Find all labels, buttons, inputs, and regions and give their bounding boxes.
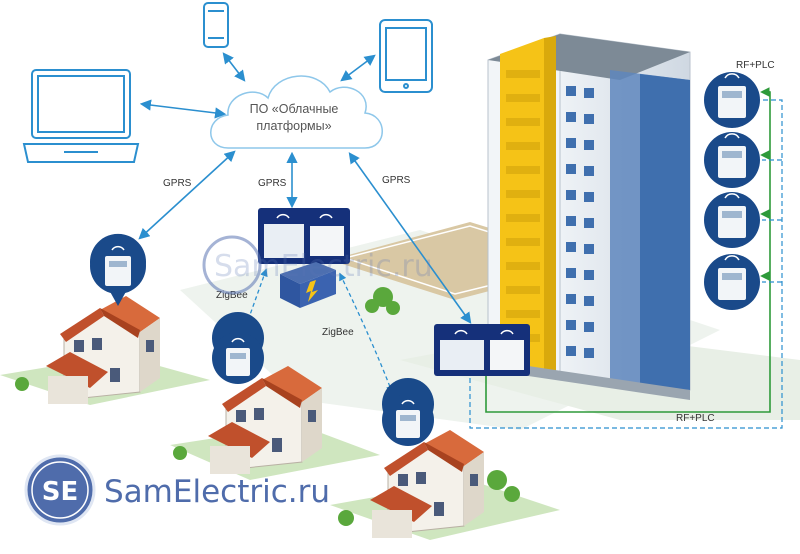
rfplc-label-top: RF+PLC — [736, 60, 775, 71]
smartphone-icon — [203, 2, 229, 48]
trees — [15, 287, 520, 526]
concentrator-panel-building — [434, 324, 530, 376]
zigbee-label-bottom: ZigBee — [322, 327, 354, 338]
rfplc-label-bottom: RF+PLC — [676, 413, 715, 424]
cloud-platform: ПО «Облачные платформы» — [210, 75, 383, 149]
apartment-building — [487, 33, 691, 400]
building-meter-2 — [704, 132, 760, 188]
brand-text: SamElectric.ru — [104, 474, 330, 510]
house-2-meter — [211, 312, 264, 384]
house-2 — [208, 366, 322, 474]
gprs-label-left: GPRS — [163, 178, 192, 189]
transformer-substation — [280, 262, 336, 308]
house-3 — [370, 430, 484, 538]
cloud-label-line-1: ПО «Облачные — [250, 102, 339, 116]
building-meter-4 — [704, 254, 760, 310]
center-watermark-text: SamElectric.ru — [214, 249, 433, 284]
zigbee-label-top: ZigBee — [216, 290, 248, 301]
center-watermark: SamElectric.ru — [202, 235, 433, 295]
cloud-label-line-2: платформы» — [256, 119, 331, 133]
logo-letters: SE — [42, 477, 79, 507]
tablet-icon — [379, 19, 433, 93]
gprs-links — [138, 52, 472, 324]
building-meter-3 — [704, 192, 760, 248]
gprs-label-center: GPRS — [258, 178, 287, 189]
rf-plc-links — [469, 87, 783, 429]
house-1-meter — [90, 233, 146, 306]
laptop-icon — [22, 69, 140, 163]
gprs-label-right: GPRS — [382, 175, 411, 186]
brand-logo: SE SamElectric.ru — [24, 454, 330, 526]
concentrator-panel-center — [258, 208, 350, 264]
house-1 — [46, 296, 160, 404]
house-3-meter — [382, 378, 434, 446]
building-meter-1 — [704, 72, 760, 128]
